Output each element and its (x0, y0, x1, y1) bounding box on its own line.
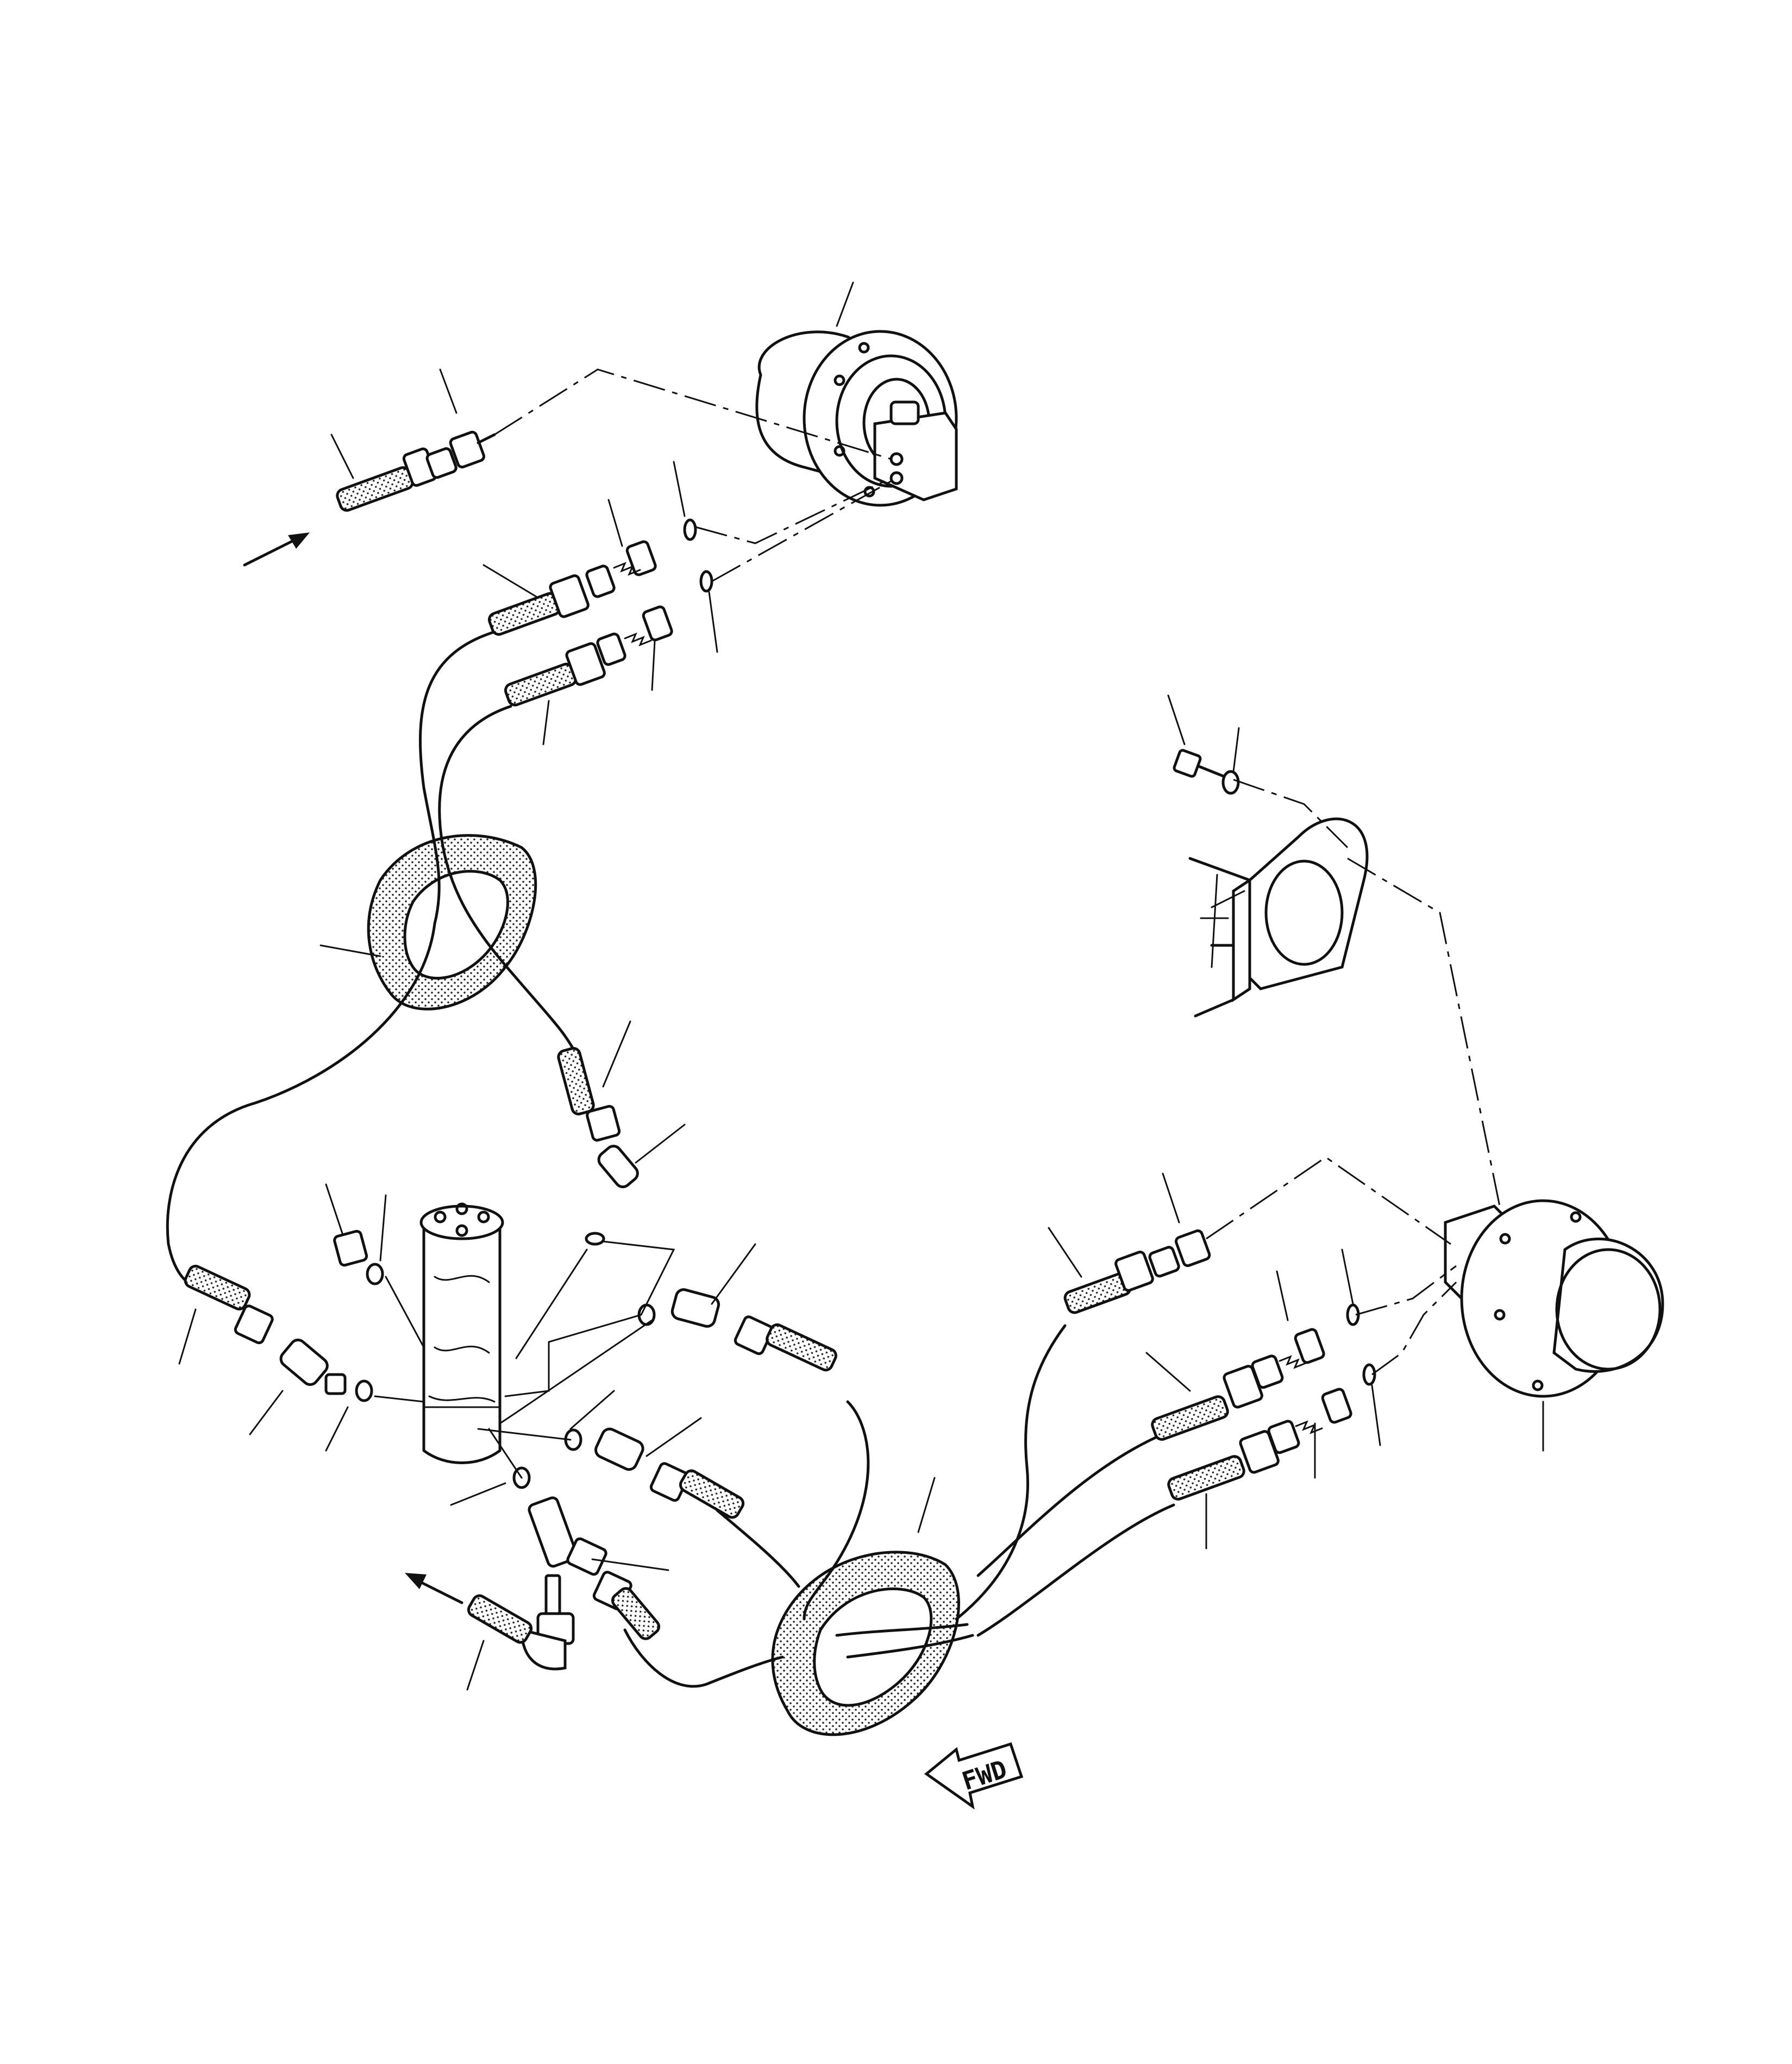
fitting-right-3 (1167, 1363, 1381, 1549)
fitting-left-plug (325, 1183, 387, 1285)
fitting-center-right-elbow (637, 1243, 837, 1372)
fitting-right-2 (1145, 1249, 1360, 1441)
hose-grommet-lower (771, 1477, 960, 1736)
connection-lines (374, 368, 1501, 1479)
flow-arrow-out: arrow-icon (405, 1573, 463, 1604)
center-swivel-joint (419, 1202, 504, 1464)
fitting-top-left (330, 368, 496, 512)
hoses (166, 629, 1175, 1688)
travel-motor-top (755, 281, 958, 507)
fitting-right-1 (1048, 1172, 1211, 1314)
fitting-tee (450, 1466, 669, 1691)
hose-grommet-upper (319, 834, 537, 1011)
travel-motor-right (1444, 1199, 1664, 1452)
fitting-center-down (557, 1020, 686, 1246)
fitting-upper-1 (483, 461, 697, 636)
fitting-lower-elbow (564, 1390, 745, 1519)
fwd-arrow-icon: FWD (924, 1742, 1024, 1810)
fitting-left-elbow (178, 1264, 373, 1452)
mounting-bracket (1167, 694, 1369, 1018)
fitting-upper-2 (504, 570, 718, 745)
flow-arrow-in: arrow-icon (243, 532, 310, 567)
